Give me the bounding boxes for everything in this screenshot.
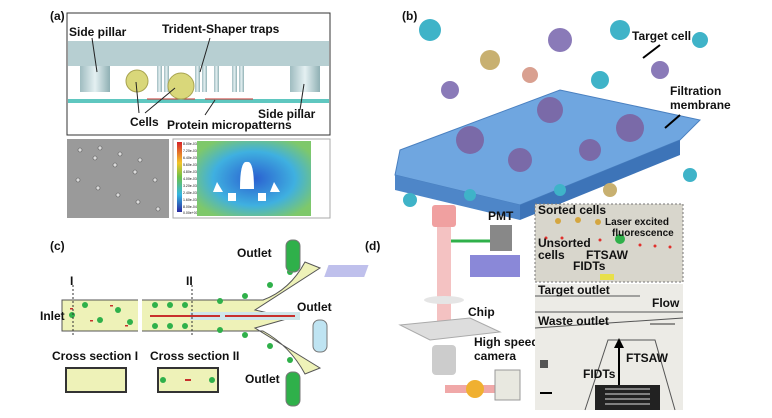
panel-c: (c) I II Inlet Outlet Outlet Outlet Cros…: [40, 239, 332, 407]
high-speed-camera: [494, 369, 521, 401]
cross-section-I: [65, 367, 127, 393]
scale-bar: [540, 392, 552, 394]
channel-floor: [68, 99, 329, 103]
panel-a-label: (a): [50, 9, 65, 23]
cross-section-I-label: Cross section I: [52, 349, 138, 363]
cross-section-II-label: Cross section II: [150, 349, 239, 363]
camera-label-2: camera: [474, 349, 516, 363]
flow-label: Flow: [652, 296, 680, 310]
cell: [167, 72, 195, 100]
tube-green-bottom: [285, 371, 301, 407]
scale-icon: [540, 360, 548, 368]
svg-text:6.40e-03: 6.40e-03: [183, 156, 197, 160]
sorting-micrograph: [534, 203, 684, 283]
green-cells: [69, 269, 293, 363]
lens: [424, 296, 464, 304]
unsorted-label-2: cells: [538, 248, 565, 262]
ftsaw-top-label: FTSAW: [586, 248, 629, 262]
side-pillar-right: [290, 66, 320, 92]
waste-outlet-label: Waste outlet: [538, 314, 609, 328]
tube-red-mid: [312, 319, 328, 353]
electrode-fingers: [605, 388, 650, 405]
membrane-edge: [520, 140, 680, 220]
pmt-device: [490, 225, 512, 251]
dichroic-mirror: [324, 265, 369, 277]
section-II-label: II: [186, 274, 193, 288]
membrane-edge: [395, 175, 520, 220]
svg-text:8.00e-03: 8.00e-03: [183, 142, 197, 146]
micrograph-cells: [544, 217, 672, 280]
ftsaw-bottom-label: FTSAW: [626, 351, 669, 365]
outlet-mid-label: Outlet: [297, 300, 332, 314]
flow-field-map: [197, 141, 311, 216]
membrane-arrow: [664, 114, 681, 129]
red-cells: [70, 305, 295, 327]
camera-label-1: High speed: [474, 335, 539, 349]
sorted-cells-label: Sorted cells: [538, 203, 606, 217]
cells-label: Cells: [130, 115, 159, 129]
light-path: [437, 208, 451, 338]
svg-text:5.60e-03: 5.60e-03: [183, 163, 197, 167]
panel-d: (d) PMT Chip High speed camera Sorted ce…: [324, 203, 684, 411]
panel-a: (a) Side pillar Trident-Shaper traps Cel…: [50, 9, 331, 219]
svg-text:7.20e-03: 7.20e-03: [183, 149, 197, 153]
annotation-arrows: [91, 37, 305, 116]
chip: [398, 317, 502, 341]
laser-source: [470, 255, 520, 277]
laser-label-1: Laser excited: [605, 217, 669, 228]
colorbar-ticks: 8.00e-03 7.20e-03 6.40e-03 5.60e-03 4.80…: [183, 142, 198, 215]
svg-text:0.00e+00: 0.00e+00: [183, 211, 198, 215]
filtration-label: Filtration: [670, 84, 721, 98]
sem-image: [67, 139, 169, 218]
inlet-label: Inlet: [40, 309, 65, 323]
outlet-bottom-label: Outlet: [245, 372, 280, 386]
sem-traps: [75, 145, 161, 212]
channel-break: [138, 298, 142, 334]
filter: [466, 380, 484, 398]
panel-c-label: (c): [50, 239, 65, 253]
fidts-bottom-label: FIDTs: [583, 367, 616, 381]
target-outlet-label: Target outlet: [538, 283, 610, 297]
svg-text:4.80e-03: 4.80e-03: [183, 170, 197, 174]
trident-traps: [157, 66, 244, 92]
panel-b-label: (b): [402, 9, 417, 23]
outlet-top-label: Outlet: [237, 246, 272, 260]
target-cell-arrow: [642, 44, 661, 59]
top-ceiling: [68, 41, 329, 66]
fidts-top-label: FIDTs: [573, 259, 606, 273]
svg-text:3.20e-03: 3.20e-03: [183, 184, 197, 188]
cells: [403, 19, 708, 207]
simulated-traps: [213, 161, 280, 201]
side-pillar-right-label: Side pillar: [258, 107, 316, 121]
laser-label-2: fluorescence: [612, 228, 674, 239]
objective-lens: [432, 345, 456, 375]
svg-text:1.60e-03: 1.60e-03: [183, 198, 197, 202]
section-I-label: I: [70, 274, 73, 288]
saw-chamber: [584, 339, 676, 411]
membrane-label: membrane: [670, 98, 731, 112]
unsorted-label-1: Unsorted: [538, 236, 591, 250]
side-pillar-label: Side pillar: [69, 25, 127, 39]
panel-d-label: (d): [365, 239, 380, 253]
target-cell-label: Target cell: [632, 29, 691, 43]
channels: [534, 295, 684, 329]
svg-text:2.40e-03: 2.40e-03: [183, 191, 197, 195]
side-pillar-left: [80, 66, 110, 92]
svg-text:4.00e-03: 4.00e-03: [183, 177, 197, 181]
micropatterns-label: Protein micropatterns: [167, 118, 292, 132]
colorbar: [177, 142, 182, 212]
svg-text:8.00e-04: 8.00e-04: [183, 205, 197, 209]
traps-label: Trident-Shaper traps: [162, 22, 280, 36]
pmt-label: PMT: [488, 209, 514, 223]
tube-green-top: [285, 239, 301, 273]
chip-label: Chip: [468, 305, 495, 319]
objective-top: [432, 205, 456, 227]
panel-b: (b) Target cell Filtration membrane: [394, 9, 731, 220]
